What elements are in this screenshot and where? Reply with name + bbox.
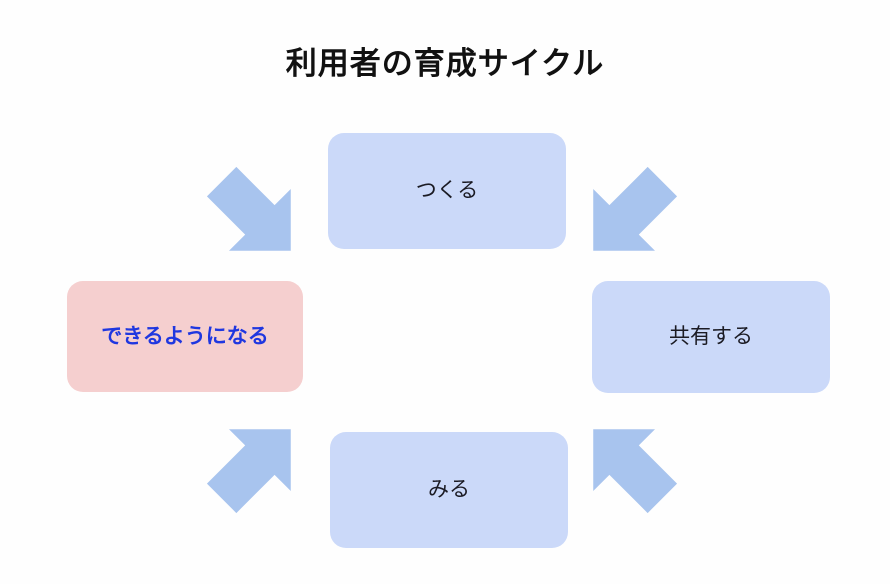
cycle-node-able[interactable]: できるようになる [67,281,303,392]
cycle-node-create[interactable]: つくる [328,133,566,249]
cycle-node-share[interactable]: 共有する [592,281,830,393]
arrow-down-left-icon [578,414,682,518]
arrow-up-left-icon [202,414,306,518]
cycle-node-able-label: できるようになる [101,324,269,348]
cycle-node-share-label: 共有する [669,325,753,348]
cycle-node-watch[interactable]: みる [330,432,568,548]
page-title: 利用者の育成サイクル [285,46,605,81]
cycle-node-watch-label: みる [428,478,470,501]
arrow-down-right-icon [578,162,682,266]
arrow-up-right-icon [202,162,306,266]
cycle-node-create-label: つくる [415,179,479,202]
